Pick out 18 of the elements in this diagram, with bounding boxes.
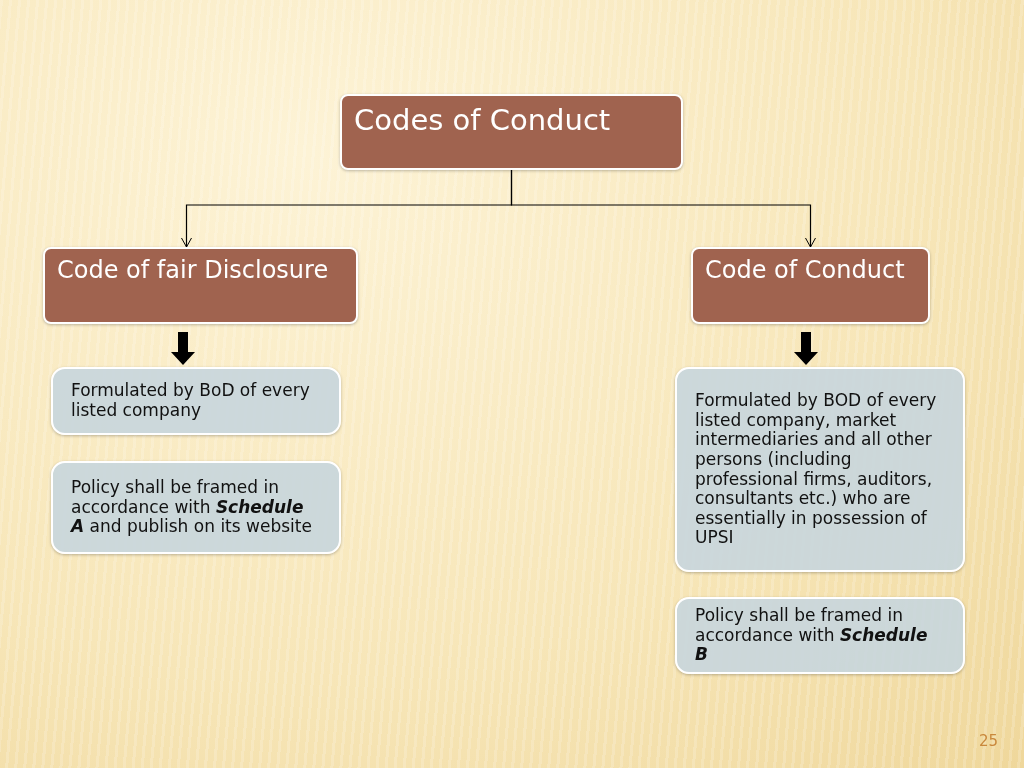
block-arrow [171, 332, 195, 365]
arrow [510, 169, 816, 248]
info-box [51, 461, 341, 554]
heading-box [43, 247, 358, 324]
heading-text: Codes of Conduct [354, 104, 611, 138]
page-number: 25 [978, 732, 998, 750]
info-box [675, 597, 965, 674]
body-text: Policy shall be framed in accordance with Schedule A and publish on its website [71, 478, 313, 537]
heading-box [340, 94, 683, 170]
heading-box [691, 247, 930, 324]
block-arrow [794, 332, 818, 365]
info-box [51, 367, 341, 435]
heading-text: Code of Conduct [705, 257, 905, 285]
body-text: Formulated by BoD of every listed company [71, 381, 311, 421]
body-text: Policy shall be framed in accordance with Schedule B [695, 606, 929, 665]
heading-text: Code of fair Disclosure [57, 257, 329, 285]
body-text: Formulated by BOD of every listed company, market intermediaries and all other persons (including professional firms, auditors, consultants etc.) who are essentially in possession of UPSI [695, 391, 938, 548]
info-box [675, 367, 965, 572]
